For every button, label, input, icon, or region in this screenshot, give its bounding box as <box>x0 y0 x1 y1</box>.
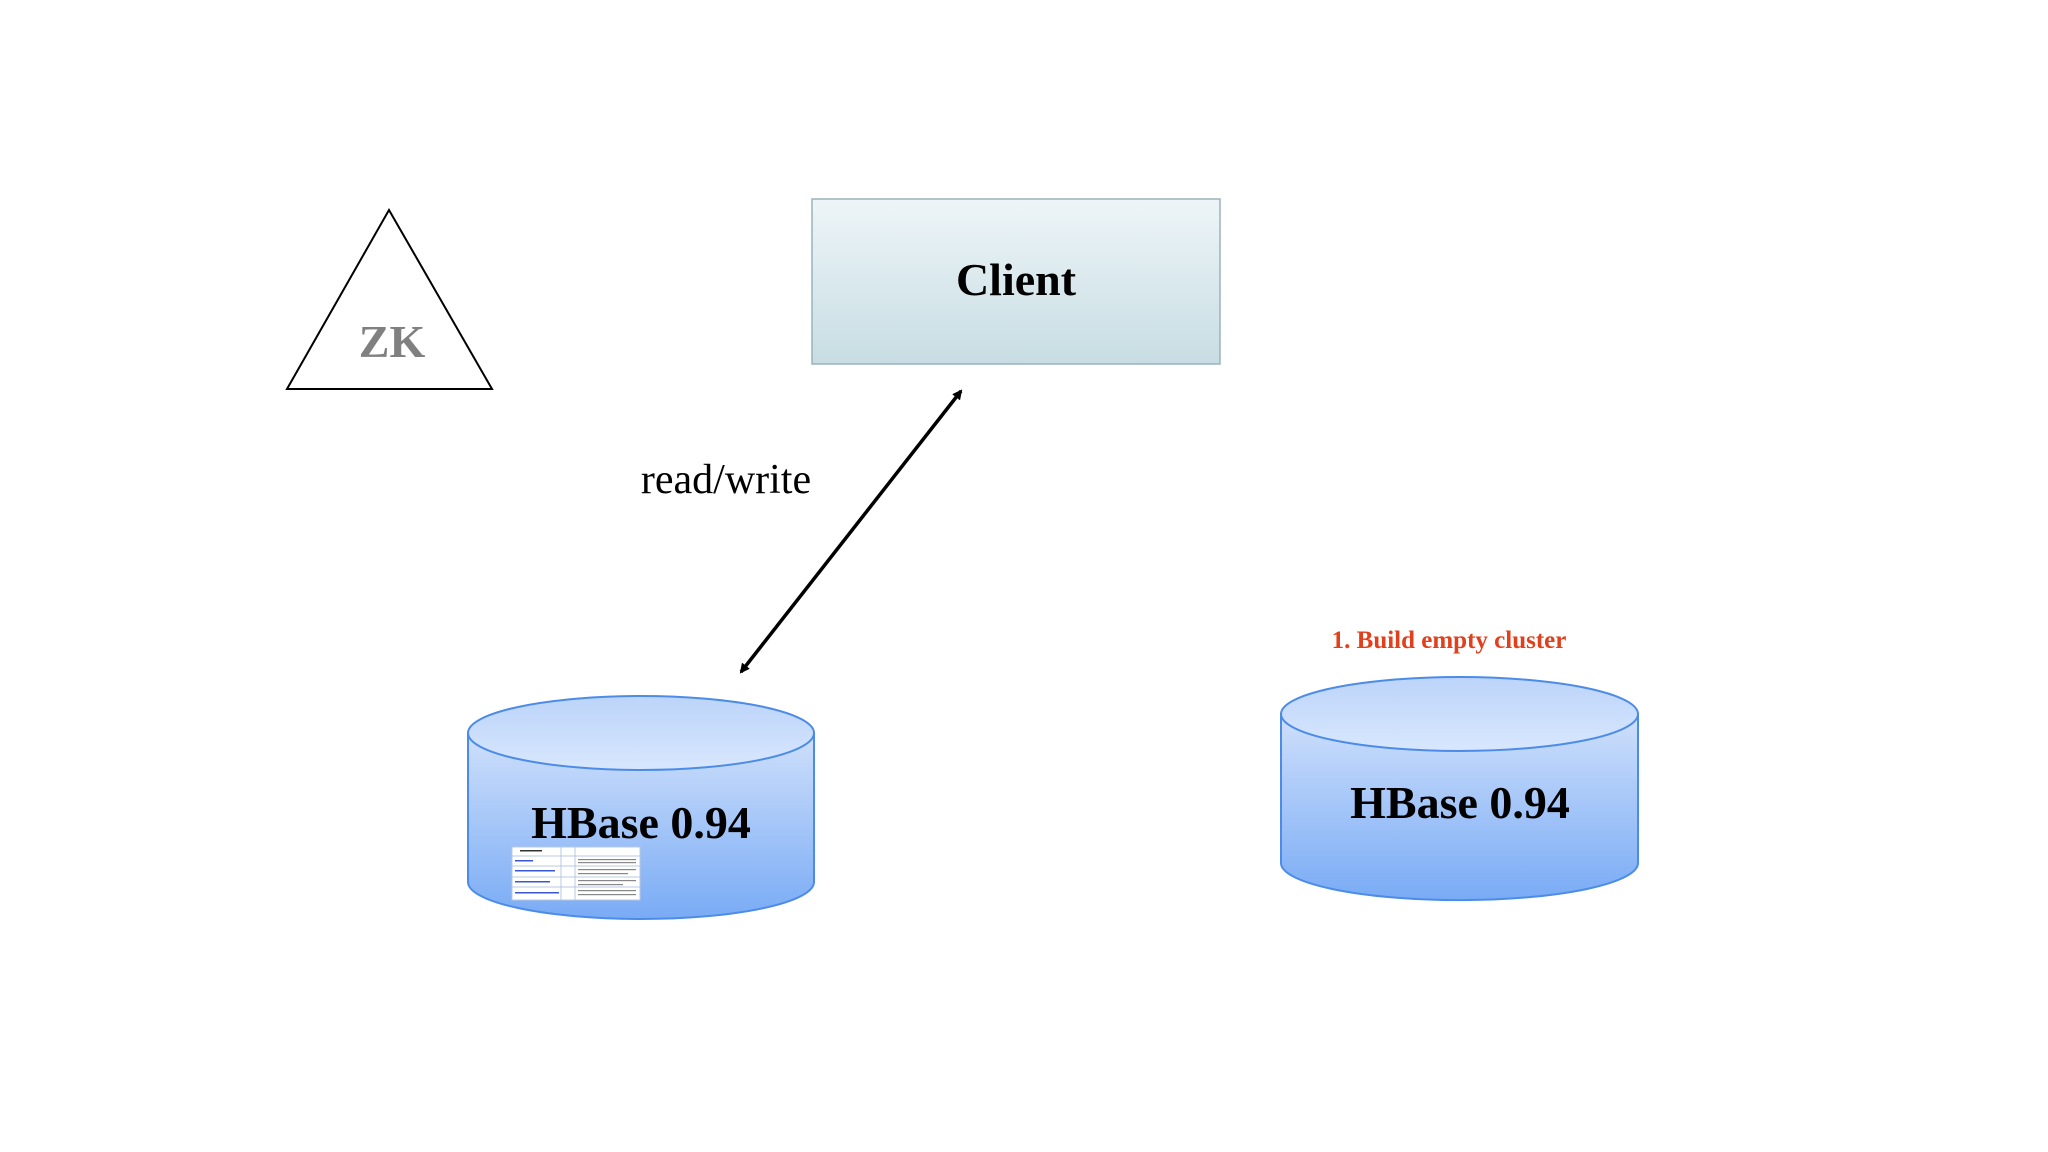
read-write-arrow <box>739 389 963 674</box>
read-write-label: read/write <box>641 457 811 503</box>
hbase-right-label: HBase 0.94 <box>1350 777 1570 828</box>
hbase-cluster-left: HBase 0.94 <box>467 695 815 920</box>
zk-label: ZK <box>359 316 426 367</box>
hbase-cluster-right: 1. Build empty cluster HBase 0.94 <box>1280 627 1639 902</box>
cylinder-body <box>1280 713 1639 902</box>
cylinder-top <box>467 695 815 771</box>
client-label: Client <box>956 254 1077 305</box>
zookeeper-node: ZK <box>285 207 494 390</box>
hbase-left-label: HBase 0.94 <box>531 797 751 848</box>
zk-triangle <box>285 207 494 390</box>
client-box <box>811 198 1221 365</box>
cylinder-top <box>1280 676 1639 752</box>
client-node: Client <box>811 198 1221 365</box>
table-thumbnail <box>511 846 641 901</box>
build-empty-cluster-annotation: 1. Build empty cluster <box>1332 627 1567 654</box>
